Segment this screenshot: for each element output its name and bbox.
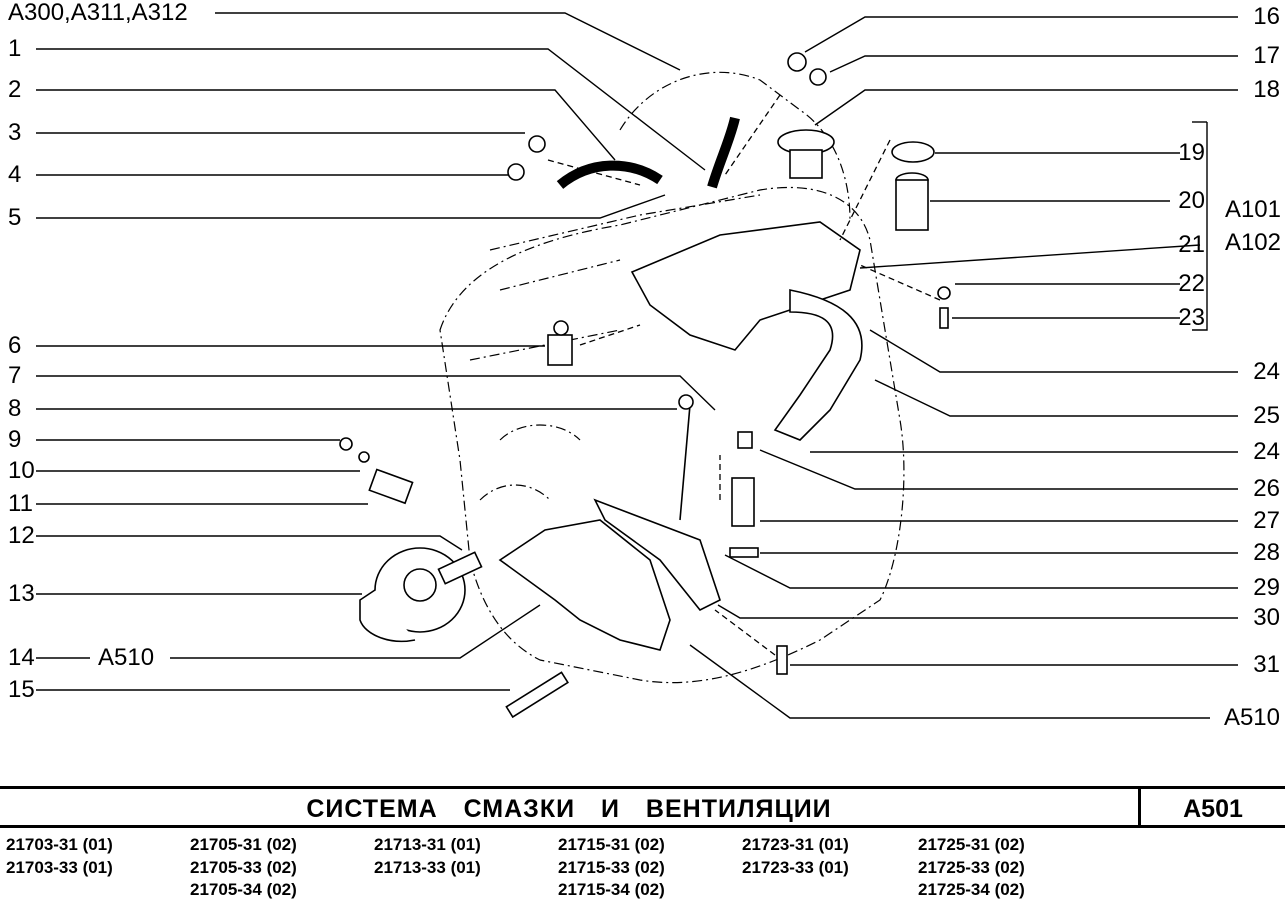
callout-31: 31 [1253,651,1280,678]
callout-10: 10 [8,457,35,484]
drawing-code: A501 [1183,795,1243,823]
callout-24-bottom: 24 [1253,438,1280,465]
callout-a300: A300,A311,A312 [8,0,188,26]
variant-code: 21723-31 (01) [742,835,849,854]
variant-column-4: 21715-31 (02) 21715-33 (02) 21715-34 (02… [558,834,665,902]
callout-19: 19 [1178,139,1205,166]
title-divider [1138,789,1141,828]
variant-code: 21725-34 (02) [918,880,1025,899]
leader-lines [36,12,1238,719]
exploded-parts-diagram: A300,A311,A312 1 2 3 4 5 6 7 8 9 10 11 1… [8,0,1281,731]
callout-14-ref: A510 [98,644,155,671]
callout-28: 28 [1253,539,1280,566]
callout-17: 17 [1253,42,1280,69]
variant-code: 21703-33 (01) [6,857,113,877]
callout-8: 8 [8,395,22,422]
callout-a510-right: A510 [1223,704,1280,731]
callout-15: 15 [8,676,35,703]
variant-column-5: 21723-31 (01) 21723-33 (01) [742,834,849,879]
variant-column-1: 21703-31 (01) 21703-33 (01) [6,834,113,879]
variant-code: 21715-34 (02) [558,880,665,899]
variant-code: 21713-31 (01) [374,835,481,854]
callout-7: 7 [8,362,22,389]
callout-14: 14 [8,644,35,671]
callout-20: 20 [1178,187,1205,214]
variant-column-6: 21725-31 (02) 21725-33 (02) 21725-34 (02… [918,834,1025,902]
callout-18: 18 [1253,76,1280,103]
variant-code: 21725-33 (02) [918,857,1025,877]
callout-9: 9 [8,426,22,453]
assembly-arrows [547,94,941,656]
title-block: СИСТЕМА СМАЗКИ И ВЕНТИЛЯЦИИ A501 21703-3… [0,786,1285,904]
callout-11: 11 [8,490,33,517]
callout-16: 16 [1253,3,1280,30]
callout-21: 21 [1178,231,1205,258]
callout-25: 25 [1253,402,1280,429]
variant-code: 21705-34 (02) [190,880,297,899]
variant-code: 21713-33 (01) [374,857,481,877]
drawing-title: СИСТЕМА СМАЗКИ И ВЕНТИЛЯЦИИ [306,795,832,823]
variant-code: 21725-31 (02) [918,835,1025,854]
variant-code: 21723-33 (01) [742,857,849,877]
callout-3: 3 [8,119,22,146]
callout-6: 6 [8,332,22,359]
variant-code: 21703-31 (01) [6,835,113,854]
callout-12: 12 [8,522,35,549]
variant-code: 21715-31 (02) [558,835,665,854]
callout-2: 2 [8,76,22,103]
variant-code: 21705-33 (02) [190,857,297,877]
variant-code: 21715-33 (02) [558,857,665,877]
variant-code: 21705-31 (02) [190,835,297,854]
callout-22: 22 [1178,270,1205,297]
callout-23: 23 [1178,304,1205,331]
callout-29: 29 [1253,574,1280,601]
diagram-drawing [36,12,1238,719]
group-ref-a101: A101 [1224,196,1281,223]
callout-24-top: 24 [1253,358,1280,385]
parts [339,52,951,719]
callout-13: 13 [8,580,35,607]
variant-column-2: 21705-31 (02) 21705-33 (02) 21705-34 (02… [190,834,297,902]
title-row: СИСТЕМА СМАЗКИ И ВЕНТИЛЯЦИИ A501 [0,786,1285,828]
engine-outline [439,71,905,684]
callout-4: 4 [8,161,22,188]
callout-1: 1 [8,35,22,62]
callout-27: 27 [1253,507,1280,534]
callout-5: 5 [8,204,22,231]
variant-column-3: 21713-31 (01) 21713-33 (01) [374,834,481,879]
callout-30: 30 [1253,604,1280,631]
group-ref-a102: A102 [1224,229,1281,256]
callout-26: 26 [1253,475,1280,502]
